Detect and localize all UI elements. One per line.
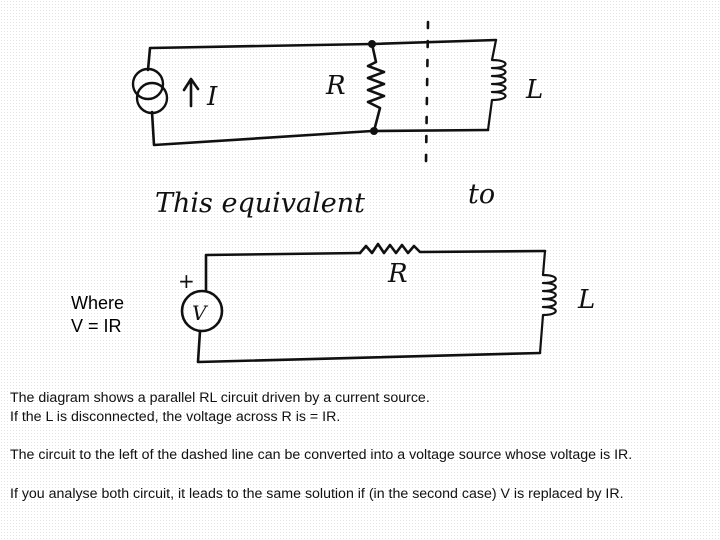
top-inductor-symbol — [486, 38, 507, 132]
top-wire — [146, 38, 498, 72]
dashed-line — [424, 20, 430, 164]
current-arrow-icon — [182, 77, 200, 108]
where-label: Where — [71, 293, 125, 313]
circuit-diagram: I R L This equivalent to R V + L — [131, 20, 595, 364]
bottom-resistor-symbol — [358, 242, 547, 255]
caption-line-2: If the L is disconnected, the voltage ac… — [10, 409, 341, 425]
caption-line-1: The diagram shows a parallel RL circuit … — [10, 390, 430, 406]
bottom-resistor-label: R — [387, 259, 408, 289]
bottom-inductor-symbol — [538, 249, 557, 355]
top-circuit: I R L — [131, 20, 543, 164]
equivalence-to: to — [468, 179, 495, 210]
equivalence-text: This equivalent — [155, 188, 365, 219]
bottom-circuit: R V + L — [178, 242, 595, 364]
current-source-label: I — [206, 82, 218, 112]
caption-line-3: The circuit to the left of the dashed li… — [10, 447, 633, 463]
where-equation: V = IR — [71, 316, 122, 336]
plus-sign: + — [178, 269, 195, 293]
top-inductor-label: L — [525, 75, 543, 105]
bottom-wire — [150, 110, 490, 147]
bottom-inductor-label: L — [577, 285, 595, 315]
top-resistor-symbol — [366, 42, 386, 133]
current-source-symbol — [131, 67, 169, 115]
voltage-source-v: V — [192, 301, 209, 325]
bottom-top-wire — [204, 251, 362, 292]
bottom-bottom-wire — [196, 329, 542, 364]
voltage-source-symbol — [180, 289, 224, 333]
caption-line-4: If you analyse both circuit, it leads to… — [10, 486, 624, 502]
top-resistor-label: R — [325, 71, 346, 101]
